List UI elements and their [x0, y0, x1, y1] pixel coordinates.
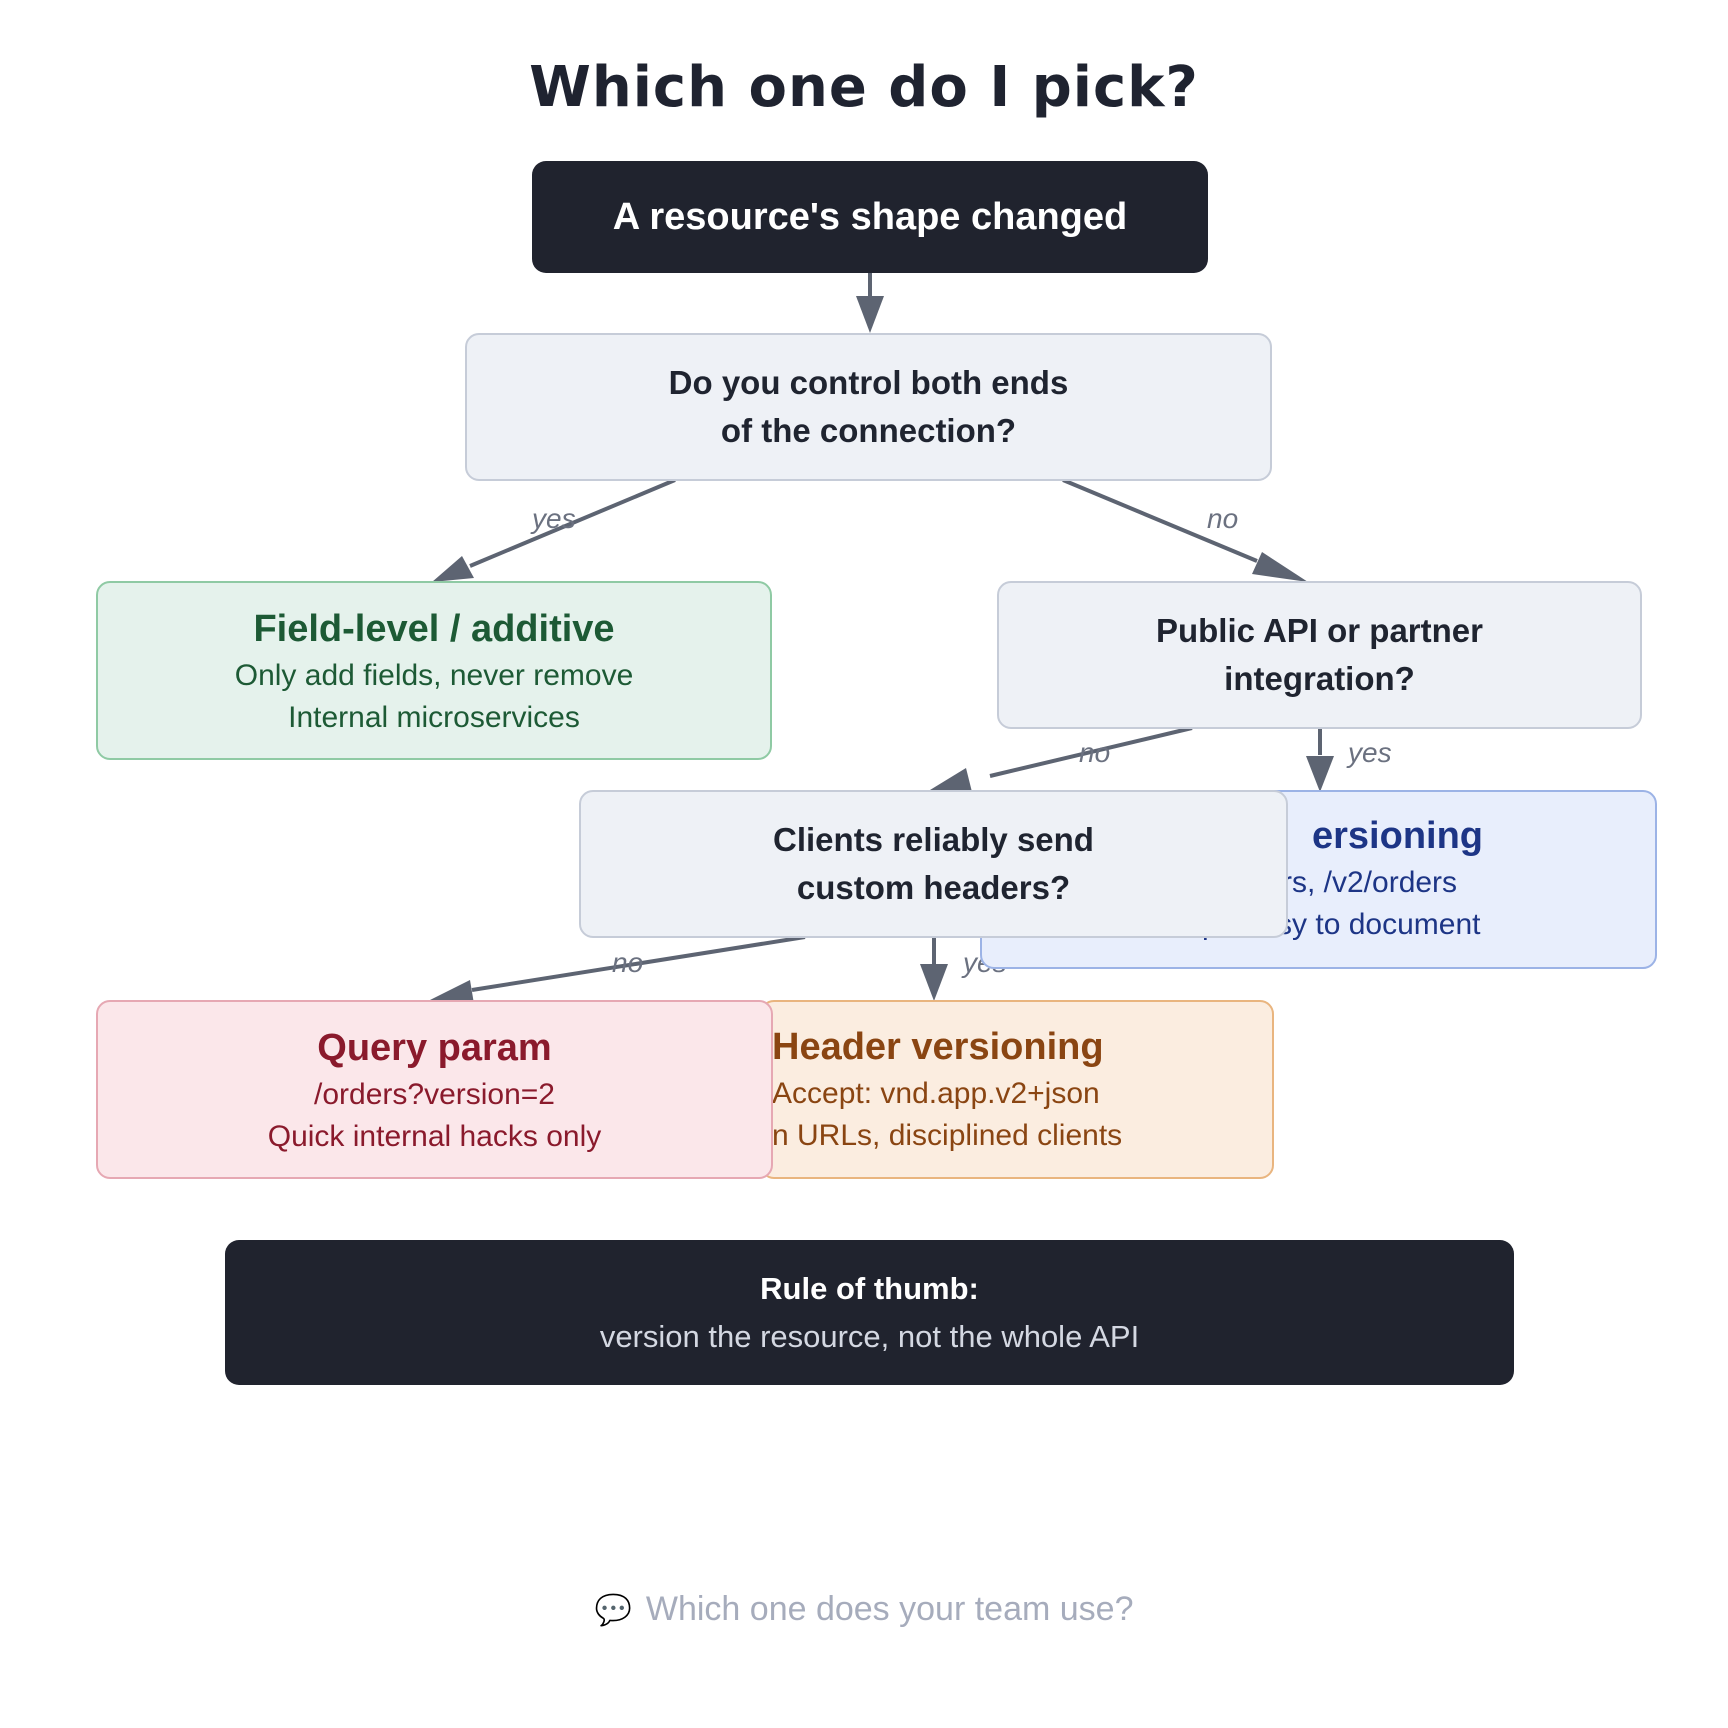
- result-field-level-additive: Field-level / additive Only add fields, …: [96, 581, 772, 760]
- result-description: rs, /v2/orders: [1282, 866, 1458, 899]
- edge-q1-yes: [469, 478, 676, 568]
- edge-q3-no: [471, 935, 806, 992]
- result-description: /orders?version=2: [314, 1077, 555, 1111]
- edge-label-q2-yes: yes: [1348, 737, 1392, 768]
- edge-label-q2-no: no: [1079, 737, 1111, 768]
- arrowhead-query: [430, 980, 474, 1004]
- result-header-versioning: Header versioning Accept: vnd.app.v2+jso…: [760, 1000, 1274, 1179]
- rule-text: version the resource, not the whole API: [599, 1318, 1140, 1354]
- question-line-2: of the connection?: [720, 412, 1017, 449]
- arrowhead-header: [920, 964, 948, 1001]
- question-line-1: Clients reliably send: [773, 821, 1094, 858]
- edge-label-q1-no: no: [1207, 503, 1239, 534]
- edge-q1-no: [1062, 478, 1258, 563]
- question-line-1: Public API or partner: [1155, 612, 1483, 649]
- question-public-api: Public API or partner integration?: [997, 581, 1642, 729]
- diagram-title: Which one do I pick?: [529, 55, 1199, 120]
- start-node-label: A resource's shape changed: [612, 195, 1128, 238]
- footer-prompt: 💬 Which one does your team use?: [0, 1590, 1728, 1629]
- question-custom-headers: Clients reliably send custom headers?: [579, 790, 1288, 938]
- edge-label-q3-no: no: [612, 947, 644, 978]
- speech-bubble-icon: 💬: [594, 1594, 632, 1627]
- rule-title: Rule of thumb:: [760, 1270, 979, 1306]
- result-use-case: n URLs, disciplined clients: [772, 1119, 1123, 1152]
- start-node: A resource's shape changed: [532, 161, 1208, 273]
- result-use-case: Quick internal hacks only: [267, 1119, 602, 1153]
- question-control-both-ends: Do you control both ends of the connecti…: [465, 333, 1272, 481]
- question-line-2: integration?: [1224, 660, 1415, 697]
- arrowhead-q3: [930, 768, 972, 792]
- question-line-1: Do you control both ends: [668, 364, 1069, 401]
- arrowhead-url: [1306, 756, 1334, 792]
- result-query-param: Query param /orders?version=2 Quick inte…: [96, 1000, 773, 1179]
- result-title: ersioning: [1312, 815, 1484, 857]
- result-description: Accept: vnd.app.v2+json: [772, 1077, 1100, 1110]
- footer-text: Which one does your team use?: [645, 1590, 1134, 1628]
- rule-of-thumb-panel: Rule of thumb: version the resource, not…: [225, 1240, 1514, 1385]
- question-line-2: custom headers?: [796, 869, 1071, 906]
- result-use-case: Internal microservices: [288, 700, 580, 734]
- result-description: Only add fields, never remove: [234, 658, 634, 692]
- arrowhead-field-level: [432, 556, 474, 582]
- result-title: Header versioning: [772, 1026, 1104, 1068]
- result-title: Field-level / additive: [253, 607, 615, 650]
- edge-label-q1-yes: yes: [532, 503, 576, 534]
- edge-q2-no: [989, 726, 1193, 778]
- result-title: Query param: [317, 1026, 552, 1069]
- arrowhead-q1: [856, 296, 884, 333]
- arrowhead-q2: [1252, 552, 1308, 582]
